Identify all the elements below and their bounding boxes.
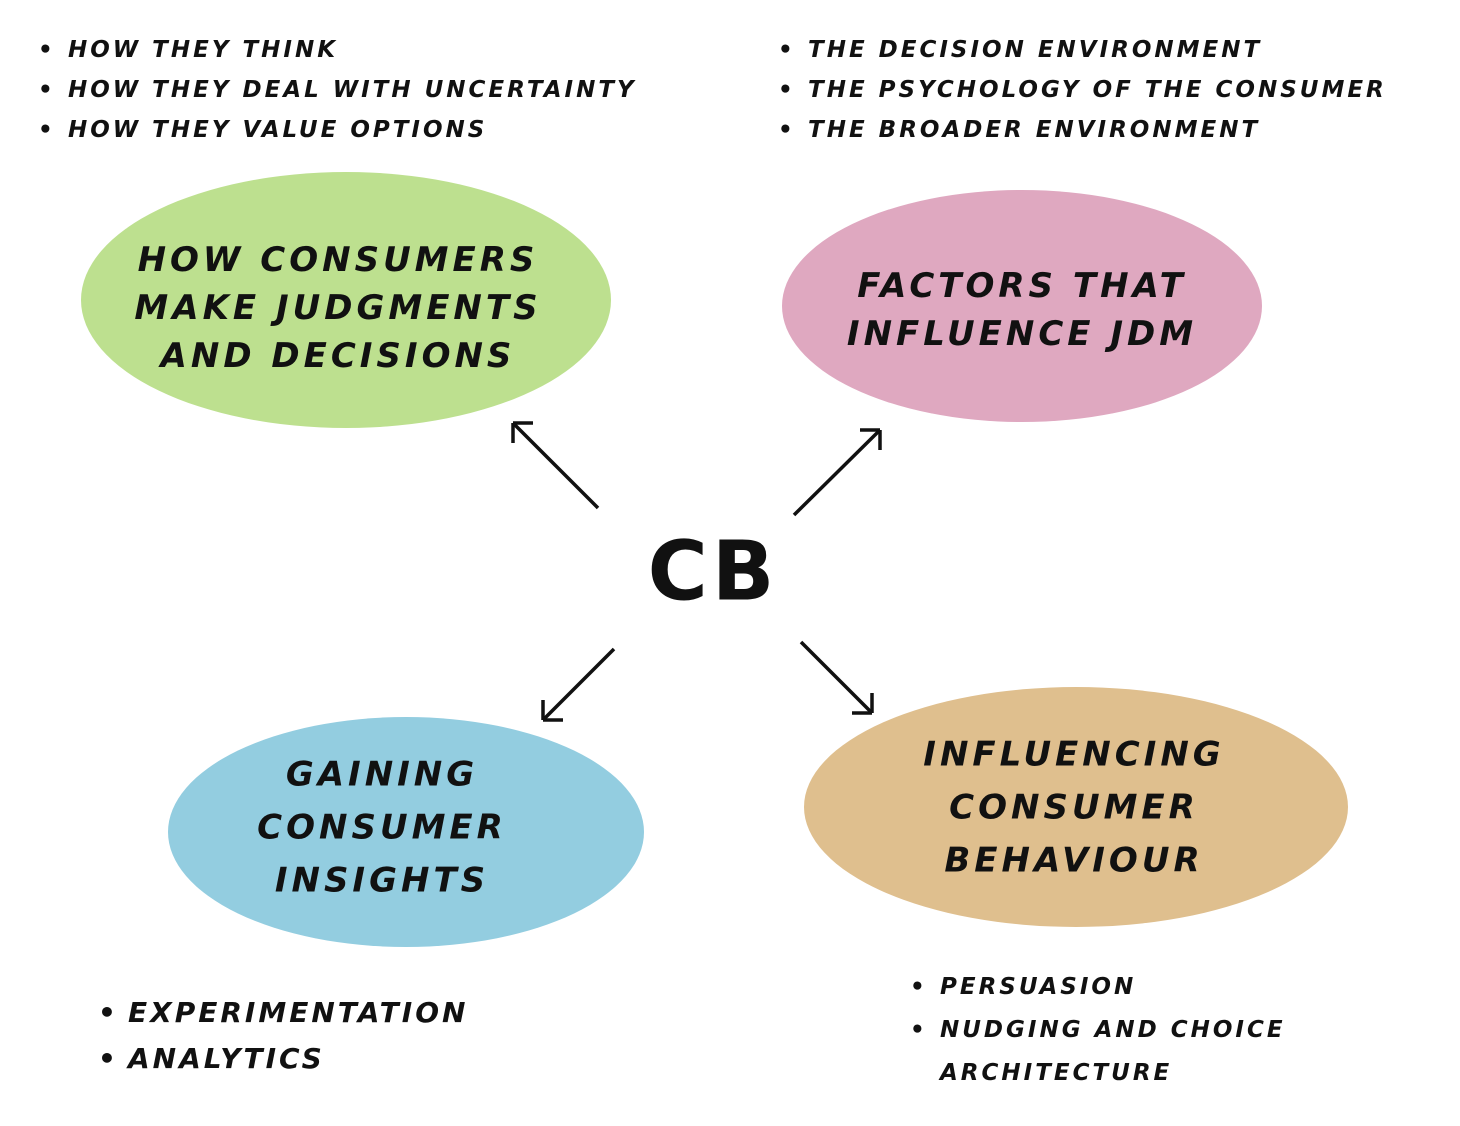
bullet-item: The broader environment [778, 110, 1387, 150]
bullet-item: The decision environment [778, 30, 1387, 70]
arrow-to-insights [541, 647, 616, 722]
node-line: Influencing [923, 734, 1225, 775]
node-line: How consumers [137, 240, 539, 280]
node-line: and decisions [160, 336, 516, 376]
ellipse-influencing [804, 687, 1348, 927]
node-line: consumer [257, 807, 507, 848]
ellipse-judgments [81, 172, 611, 428]
bullet-item: How they deal with uncertainty [38, 70, 637, 110]
bullets-influencing: Persuasion Nudging and choice architectu… [910, 966, 1310, 1095]
bullet-item: Experimentation [98, 990, 468, 1036]
node-line: behaviour [944, 840, 1204, 881]
bullets-judgments: How they think How they deal with uncert… [38, 30, 637, 150]
bullet-item: How they value options [38, 110, 637, 150]
bullet-item: How they think [38, 30, 637, 70]
arrow-to-influencing [799, 640, 874, 715]
node-insights: Gaining consumer insights [257, 749, 507, 908]
center-label: CB [647, 524, 779, 620]
node-line: Gaining [285, 754, 479, 795]
bullets-factors: The decision environment The psychology … [778, 30, 1387, 150]
bullet-item: The psychology of the consumer [778, 70, 1387, 110]
node-line: make judgments [134, 288, 542, 328]
ellipse-factors [782, 190, 1262, 422]
bullet-item: Persuasion [910, 966, 1310, 1009]
node-line: Factors that [857, 266, 1187, 306]
bullets-insights: Experimentation Analytics [98, 990, 468, 1082]
node-judgments: How consumers make judgments and decisio… [134, 236, 541, 380]
bullet-item: Nudging and choice architecture [910, 1009, 1310, 1095]
node-line: insights [274, 860, 490, 901]
node-factors: Factors that influence JDM [847, 262, 1197, 358]
ellipse-insights [168, 717, 644, 947]
bullet-item: Analytics [98, 1036, 468, 1082]
arrow-to-judgments [511, 421, 600, 510]
arrow-to-factors [792, 428, 882, 517]
node-line: influence JDM [846, 314, 1198, 354]
node-influencing: Influencing consumer behaviour [923, 729, 1224, 888]
node-line: consumer [949, 787, 1199, 828]
